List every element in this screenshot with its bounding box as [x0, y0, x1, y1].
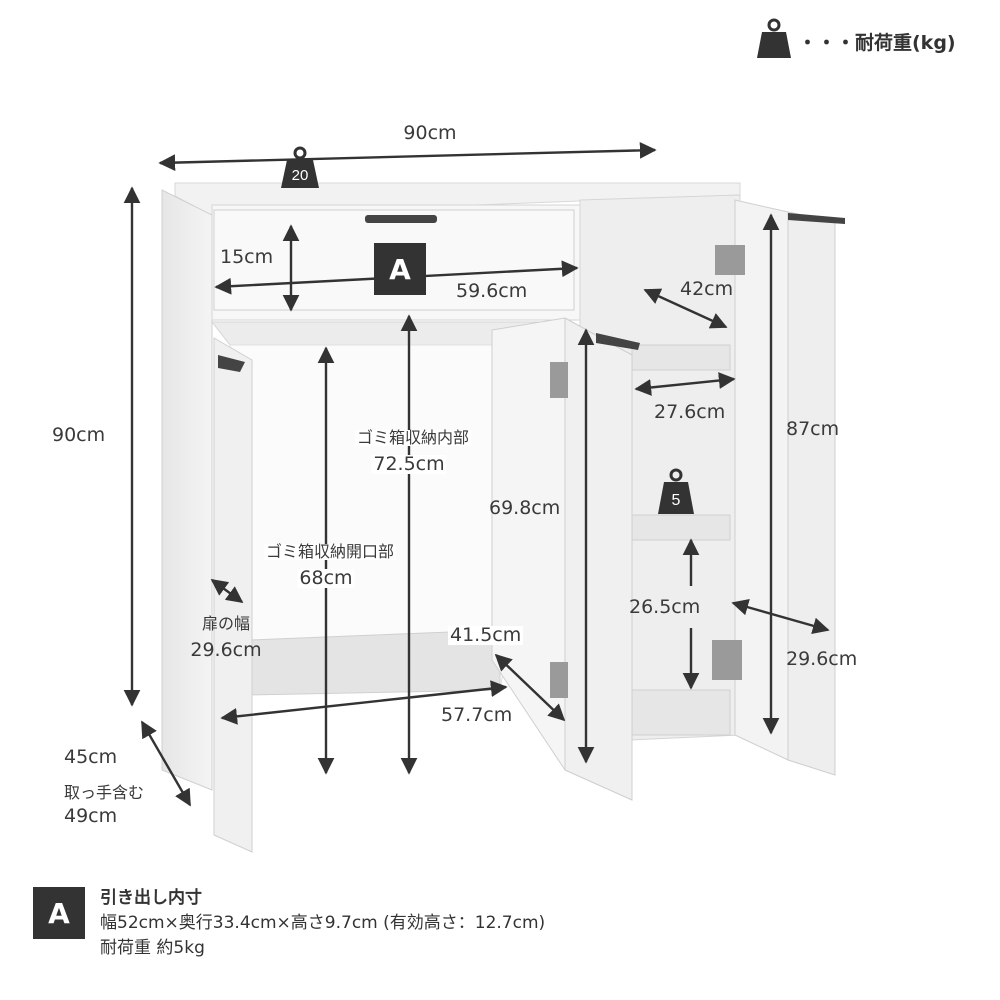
- legend-text: ・・・耐荷重(kg): [798, 32, 956, 54]
- label-left-door-open: 41.5cm: [448, 624, 524, 646]
- drawer-spec: 引き出し内寸 幅52cm×奥行33.4cm×高さ9.7cm (有効高さ：12.7…: [100, 886, 545, 961]
- value-door-width: 29.6cm: [190, 639, 262, 661]
- hinge-upper-mid: [550, 362, 568, 398]
- arrow-right-door-width: [731, 599, 830, 634]
- label-drawer-height: 15cm: [220, 246, 274, 268]
- weight-top-value: 20: [292, 167, 309, 184]
- label-right-door-width: 29.6cm: [786, 648, 858, 670]
- label-opening-width: 57.7cm: [441, 704, 513, 726]
- label-drawer-width: 59.6cm: [456, 280, 528, 302]
- label-depth: 45cm: [64, 746, 118, 768]
- label-shelf-depth: 42cm: [680, 278, 734, 300]
- drawer-handle: [365, 215, 437, 223]
- arrow-opening-width: [220, 680, 508, 725]
- label-shelf-gap: 26.5cm: [629, 596, 701, 618]
- label-shelf-width: 27.6cm: [654, 401, 726, 423]
- spec-line1: 幅52cm×奥行33.4cm×高さ9.7cm (有効高さ：12.7cm): [100, 913, 546, 933]
- left-door-handle: [218, 355, 245, 372]
- arrow-door-width: [210, 579, 244, 603]
- value-trash-opening: 68cm: [297, 567, 355, 589]
- spec-line2: 耐荷重 約5kg: [100, 938, 205, 958]
- weight-icon-shelf: 5: [658, 468, 694, 514]
- label-height-left: 90cm: [52, 424, 106, 446]
- dimension-lines: [123, 141, 830, 807]
- hinge-lower-mid: [550, 662, 568, 698]
- arrow-width-top: [158, 141, 657, 172]
- arrow-left-door-open: [494, 653, 566, 722]
- value-trash-inner: 72.5cm: [371, 453, 447, 475]
- spec-badge: A: [33, 887, 85, 939]
- drawer-badge: A: [374, 243, 426, 295]
- label-trash-inner: ゴミ箱収納内部: [354, 428, 472, 447]
- legend-weight-icon: [757, 18, 791, 58]
- hinge-upper-right: [715, 245, 745, 275]
- label-right-door-height: 87cm: [786, 418, 840, 440]
- legend: ・・・耐荷重(kg): [798, 28, 956, 55]
- label-depth-handle: 49cm: [64, 805, 118, 827]
- weight-shelf-value: 5: [672, 492, 681, 509]
- label-depth-note: 取っ手含む: [64, 783, 145, 802]
- arrow-shelf-width: [634, 372, 736, 396]
- label-mid-door-height: 69.8cm: [489, 497, 561, 519]
- label-width-top: 90cm: [403, 122, 457, 144]
- hinge-lower-right: [712, 640, 742, 680]
- label-trash-opening: ゴミ箱収納開口部: [263, 542, 397, 561]
- weight-icon-top: 20: [281, 146, 319, 188]
- spec-title: 引き出し内寸: [100, 888, 202, 908]
- middle-door: [491, 317, 640, 801]
- right-door-handle: [788, 213, 845, 224]
- arrow-depth: [140, 720, 192, 807]
- middle-door-handle: [596, 333, 640, 350]
- arrow-shelf-depth: [643, 288, 728, 329]
- label-door-width: 扉の幅: [201, 614, 251, 633]
